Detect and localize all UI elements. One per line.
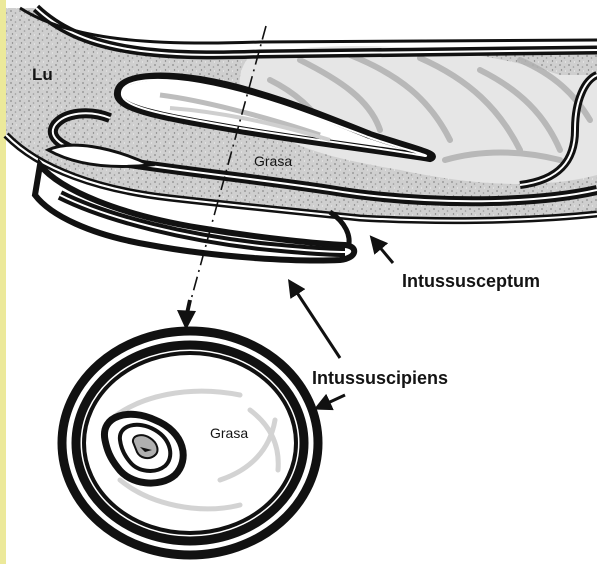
cross-section (62, 331, 318, 555)
section-arrow-icon (177, 300, 196, 330)
left-edge-strip (0, 0, 6, 564)
lumen-label: Lu (32, 65, 53, 84)
fat-label-lower: Grasa (210, 425, 248, 441)
intussuscipiens-label: Intussuscipiens (312, 368, 448, 388)
fat-label-upper: Grasa (254, 153, 292, 169)
longitudinal-section (6, 8, 597, 260)
intussusceptum-label: Intussusceptum (402, 271, 540, 291)
